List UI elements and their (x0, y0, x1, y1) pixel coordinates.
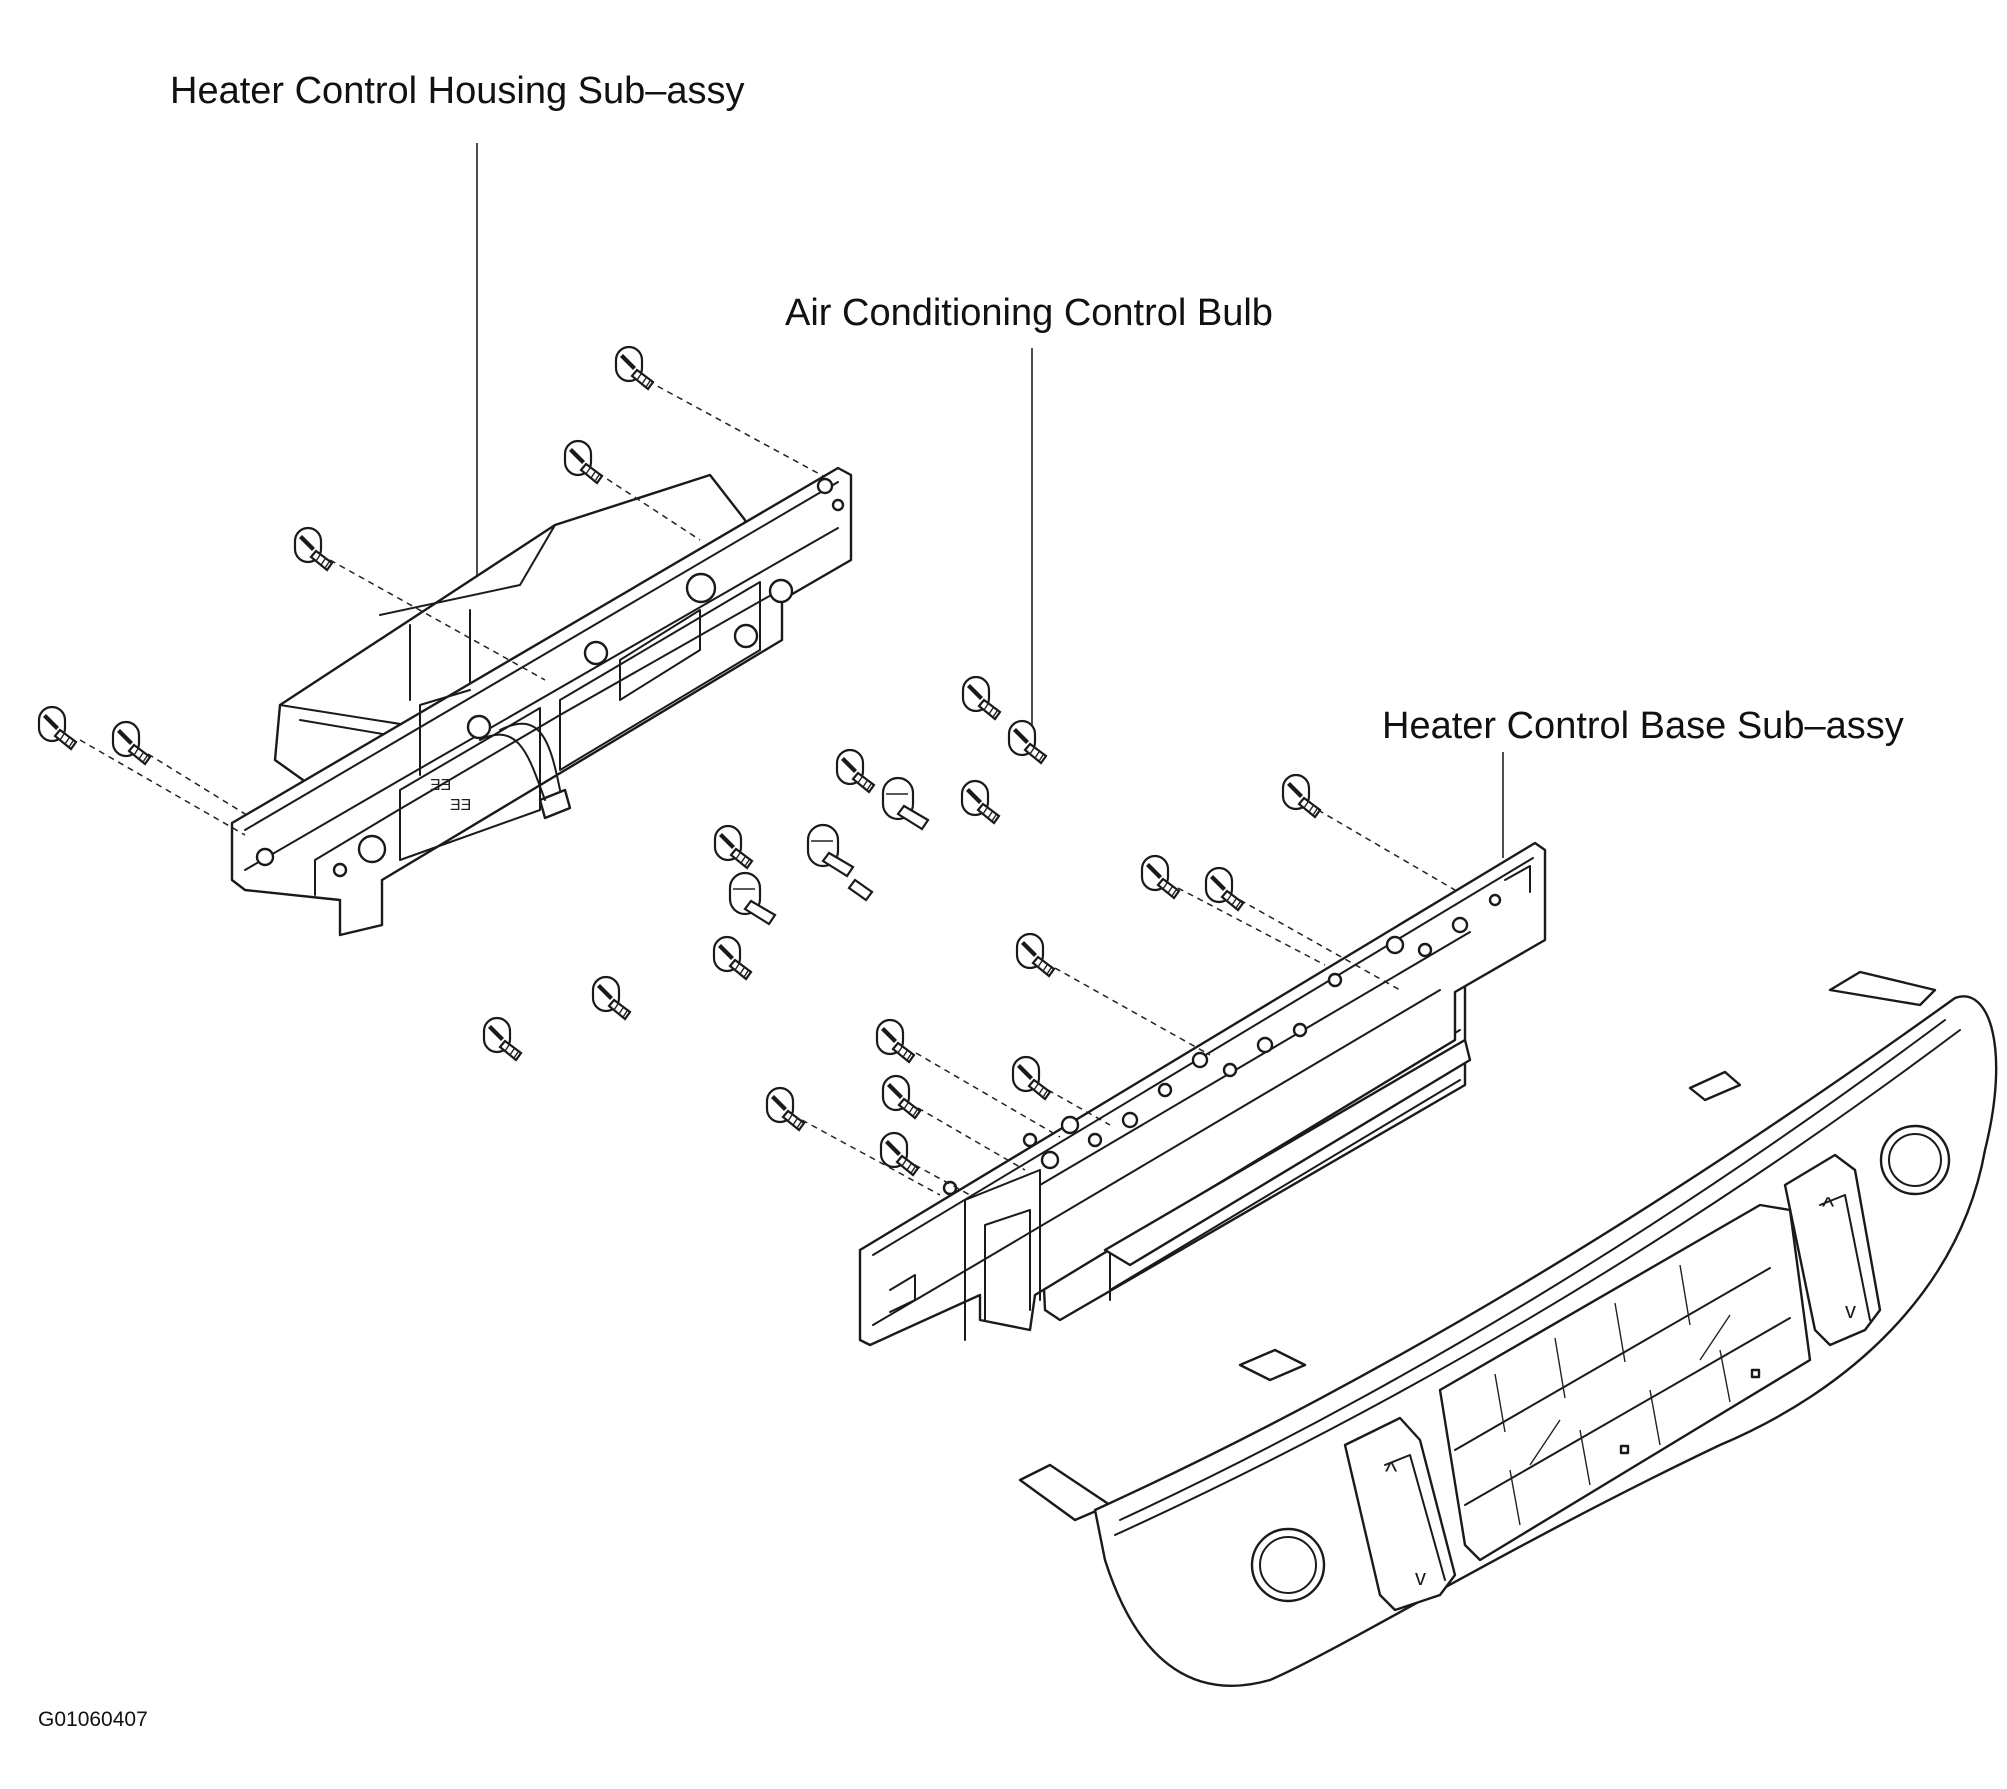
label-heater-control-housing: Heater Control Housing Sub–assy (170, 70, 745, 112)
svg-text:ƎƎ: ƎƎ (450, 797, 471, 814)
label-heater-control-base: Heater Control Base Sub–assy (1382, 705, 1904, 747)
svg-text:^: ^ (1385, 1456, 1398, 1486)
control-panel-bezel: ^ v ^ v (1018, 970, 1998, 1687)
heater-control-housing: ƎƎ ƎƎ (230, 466, 853, 937)
svg-text:^: ^ (1822, 1191, 1835, 1221)
screws (37, 345, 1322, 1177)
svg-text:v: v (1415, 1565, 1426, 1590)
svg-text:ƎƎ: ƎƎ (430, 777, 451, 794)
figure-code: G01060407 (38, 1708, 148, 1731)
label-air-conditioning-control-bulb: Air Conditioning Control Bulb (785, 292, 1273, 334)
assembly-lines (79, 380, 1456, 1196)
svg-text:v: v (1845, 1298, 1856, 1323)
heater-control-base (858, 841, 1547, 1347)
